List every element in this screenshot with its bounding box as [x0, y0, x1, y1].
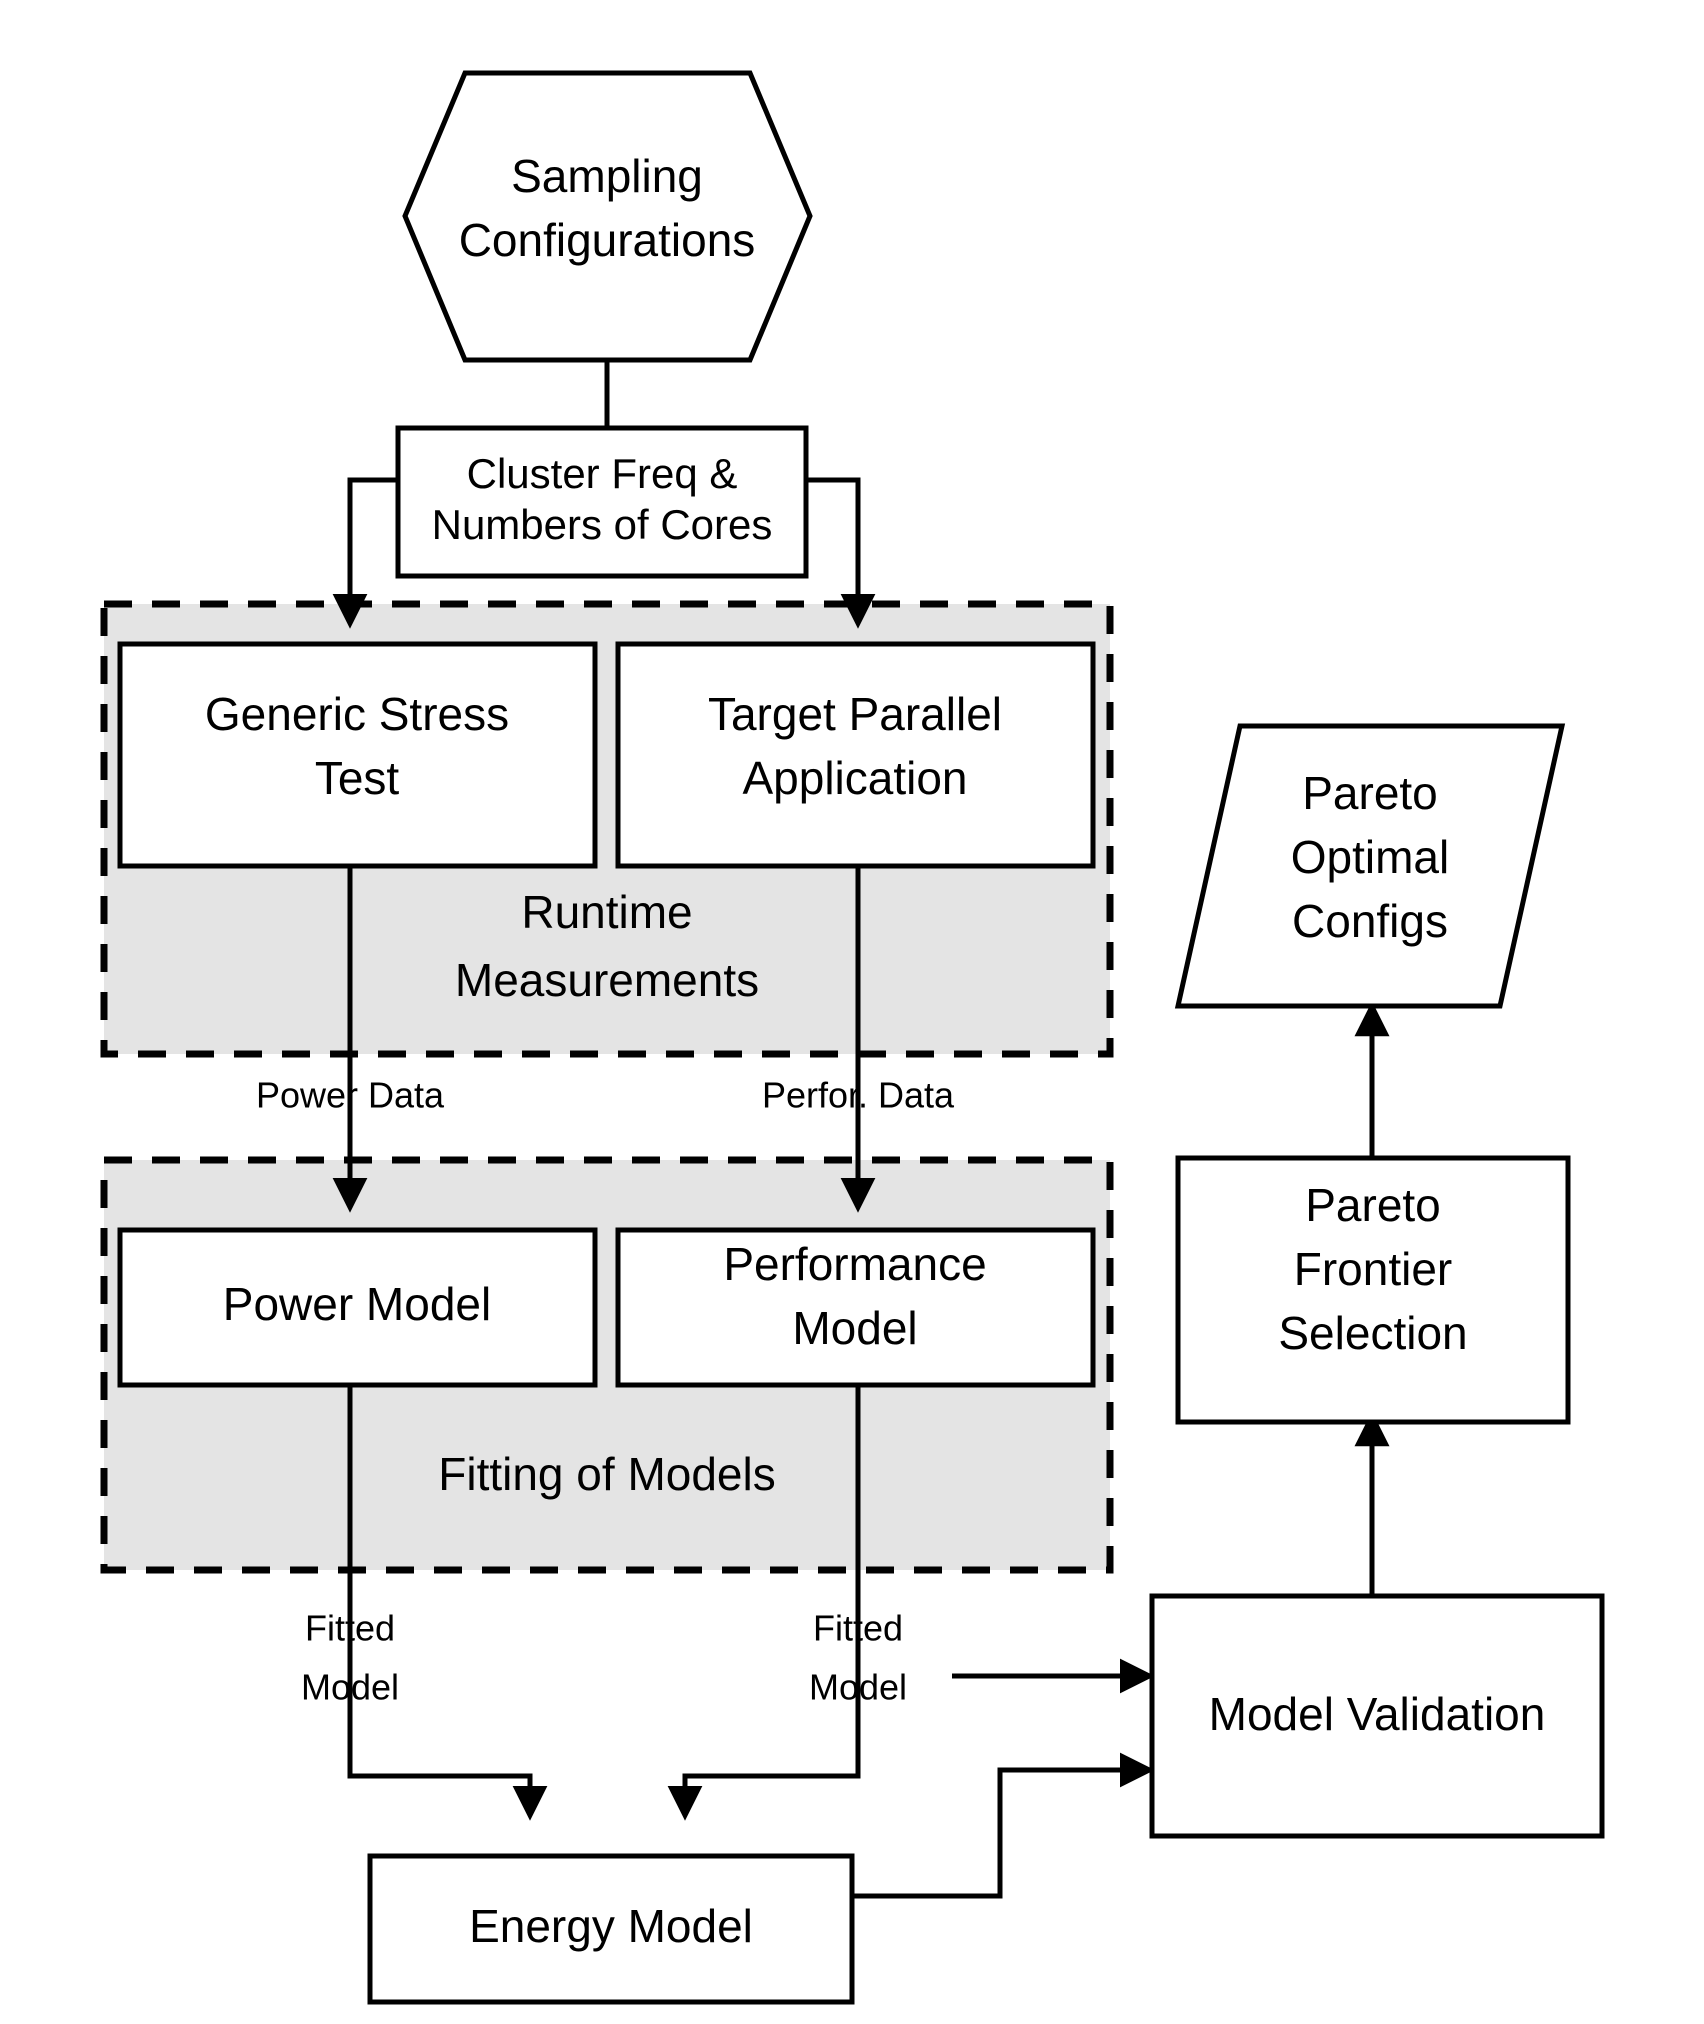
node-pareto-optimal-configs-label-line1: Pareto — [1302, 767, 1438, 819]
node-sampling-configurations[interactable] — [402, 70, 813, 363]
node-pareto-frontier-selection[interactable] — [1175, 1155, 1571, 1425]
node-power-model-label: Power Model — [223, 1278, 491, 1330]
edge-power-model-to-energy-model — [347, 1385, 548, 1821]
edge-label-fitted-model-right-line1: Fitted — [813, 1608, 903, 1649]
node-sampling-configurations-label-line2: Configurations — [459, 214, 756, 266]
edge-label-fitted-model-left-line2: Model — [301, 1667, 399, 1708]
node-pareto-optimal-configs-label-line3: Configs — [1292, 895, 1448, 947]
node-generic-stress-test[interactable] — [117, 641, 598, 869]
node-cluster-freq-cores-label-line1: Cluster Freq & — [467, 450, 738, 497]
node-generic-stress-test-label-line1: Generic Stress — [205, 688, 509, 740]
node-pareto-optimal-configs-label-line2: Optimal — [1291, 831, 1449, 883]
node-power-model[interactable] — [117, 1227, 598, 1388]
edge-label-power-data: Power Data — [256, 1075, 445, 1116]
node-model-validation-label: Model Validation — [1209, 1688, 1546, 1740]
node-cluster-freq-cores-label-line2: Numbers of Cores — [432, 501, 773, 548]
node-pareto-frontier-selection-label-line3: Selection — [1278, 1307, 1467, 1359]
node-sampling-configurations-label-line1: Sampling — [511, 150, 703, 202]
edge-energy-model-to-model-validation — [852, 1752, 1155, 1899]
edge-label-fitted-model-right-line2: Model — [809, 1667, 907, 1708]
edge-label-fitted-model-left-line1: Fitted — [305, 1608, 395, 1649]
node-pareto-frontier-selection-label-line2: Frontier — [1294, 1243, 1452, 1295]
node-cluster-freq-cores[interactable] — [395, 425, 809, 579]
node-pareto-frontier-selection-label-line1: Pareto — [1305, 1179, 1441, 1231]
node-target-parallel-application-label-line1: Target Parallel — [708, 688, 1002, 740]
node-generic-stress-test-label-line2: Test — [315, 752, 400, 804]
node-energy-model-label: Energy Model — [469, 1900, 753, 1952]
edge-label-perfor-data: Perfor. Data — [762, 1075, 955, 1116]
node-target-parallel-application[interactable] — [615, 641, 1096, 869]
group-runtime-measurements-label-line1: Runtime — [521, 886, 692, 938]
edge-cluster-to-generic-stress — [332, 477, 398, 629]
node-pareto-optimal-configs[interactable] — [1174, 723, 1566, 1009]
group-fitting-of-models-label: Fitting of Models — [438, 1448, 775, 1500]
node-performance-model-label-line1: Performance — [723, 1238, 986, 1290]
node-energy-model[interactable] — [367, 1853, 855, 2005]
node-model-validation[interactable] — [1149, 1593, 1605, 1839]
edge-cluster-to-target-parallel — [806, 477, 876, 629]
edge-performance-model-to-energy-model — [667, 1385, 861, 1821]
node-performance-model-label-line2: Model — [792, 1302, 917, 1354]
group-runtime-measurements-label-line2: Measurements — [455, 954, 759, 1006]
node-performance-model[interactable] — [615, 1227, 1096, 1388]
node-target-parallel-application-label-line2: Application — [742, 752, 967, 804]
